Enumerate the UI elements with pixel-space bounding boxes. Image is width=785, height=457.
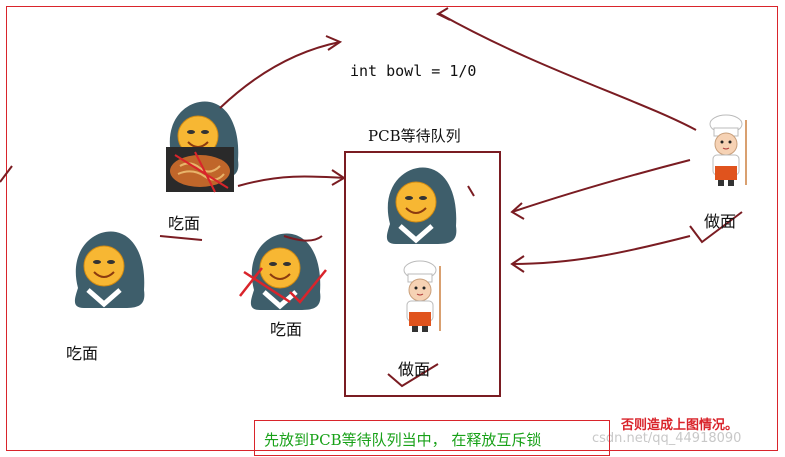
eater-left: [75, 232, 144, 308]
pcb-wait-queue: [344, 151, 501, 397]
warning-text: 否则造成上图情况。: [621, 418, 739, 433]
label-eater-top: 吃面: [168, 214, 201, 233]
watermark: csdn.net/qq_44918090: [592, 431, 742, 446]
label-eater-crossed: 吃面: [270, 320, 303, 339]
label-eater-left: 吃面: [66, 344, 99, 363]
queue-eater: [387, 168, 456, 244]
note-box: [254, 420, 610, 456]
diagram-frame: [6, 6, 778, 451]
label-queue-chef: 做面: [398, 360, 431, 379]
queue-title: PCB等待队列: [368, 127, 461, 145]
label-chef-right: 做面: [704, 212, 737, 231]
queue-chef: [403, 260, 441, 333]
flow-arrows: [0, 7, 743, 388]
eater-with-bowl: [166, 102, 238, 193]
code-statement: int bowl = 1/0: [350, 62, 477, 80]
eater-crossed: [239, 234, 327, 310]
chef-right: [709, 114, 747, 187]
note-text: 先放到PCB等待队列当中， 在释放互斥锁: [264, 431, 542, 449]
